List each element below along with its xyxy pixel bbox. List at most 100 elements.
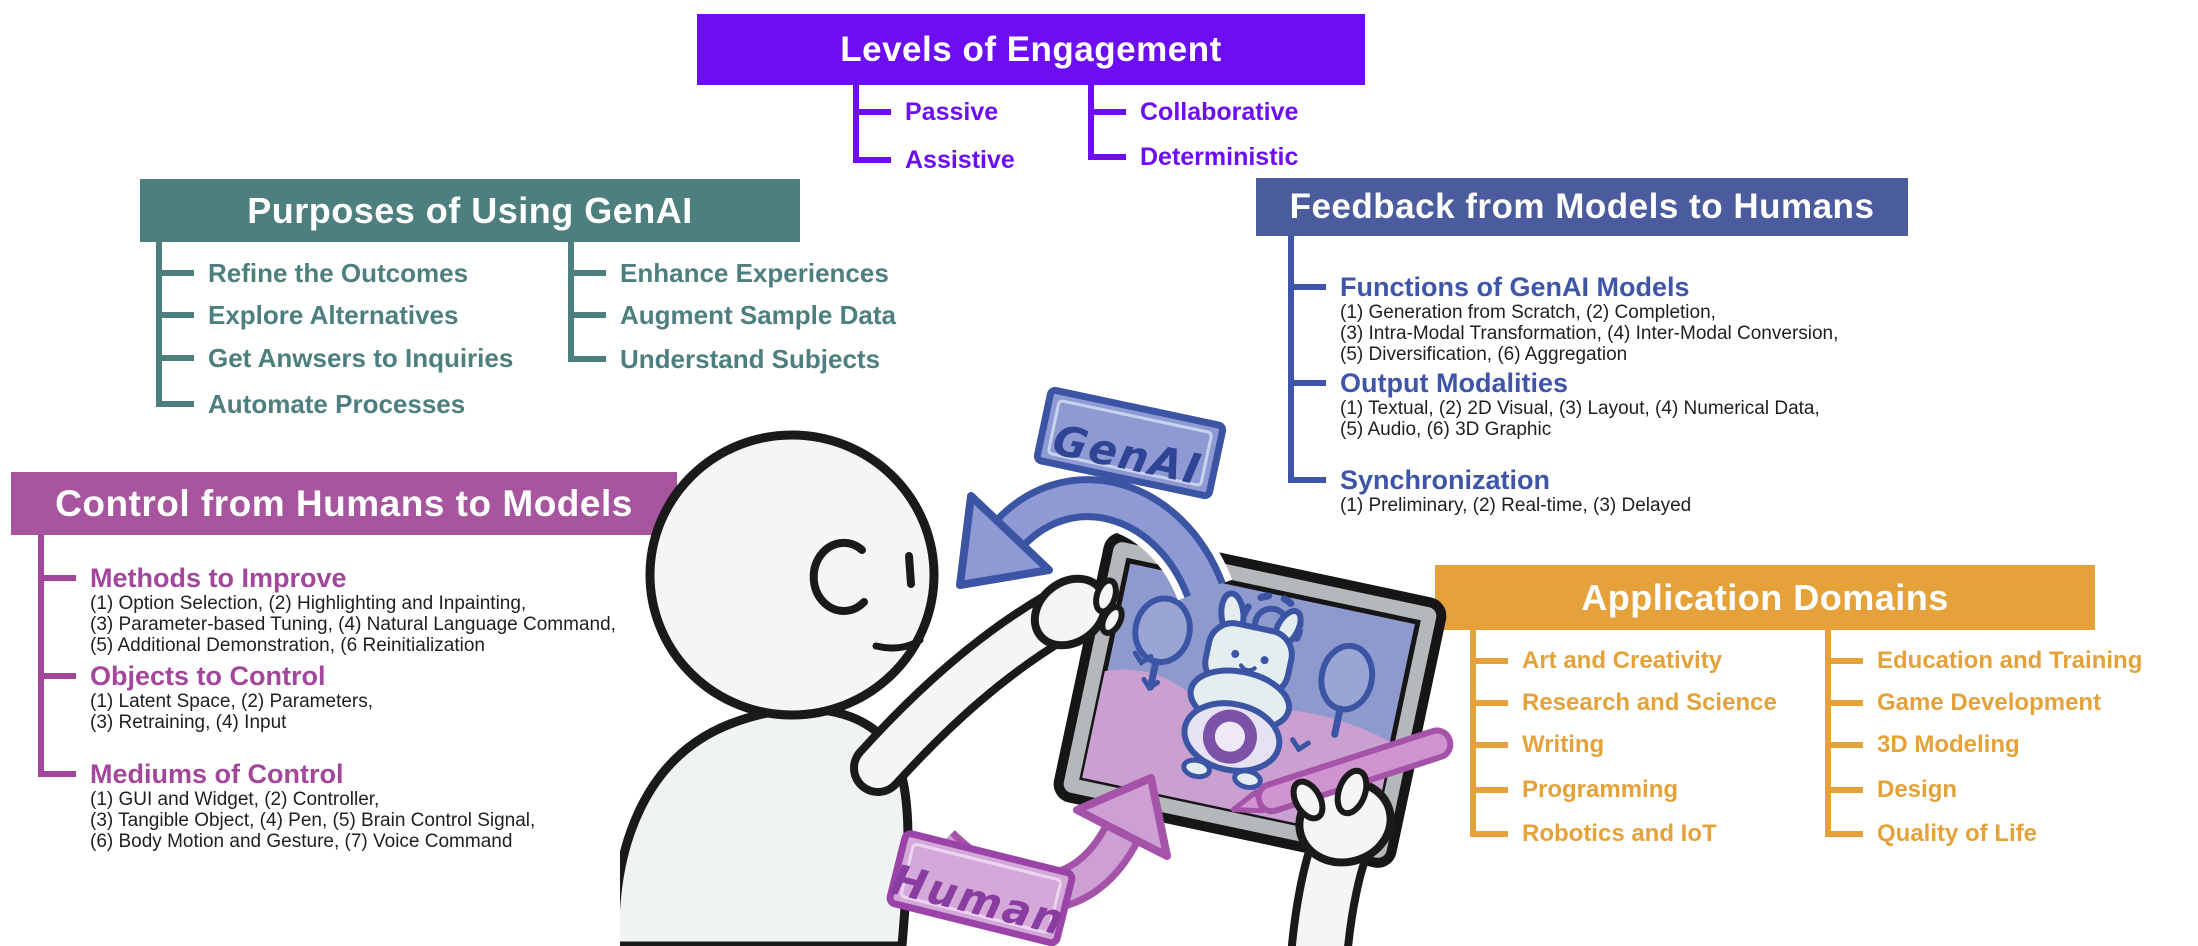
control-header: Control from Humans to Models bbox=[11, 472, 677, 535]
connector-tick bbox=[1825, 787, 1863, 793]
feedback-item-label: Functions of GenAI Models bbox=[1340, 271, 1690, 302]
person-ear-icon bbox=[809, 539, 868, 615]
tree-item-label: Art and Creativity bbox=[1522, 647, 1723, 674]
connector-tick bbox=[38, 771, 76, 777]
detail-line: (5) Diversification, (6) Aggregation bbox=[1340, 344, 1628, 365]
bunny-eye-icon bbox=[1260, 656, 1269, 665]
tree-trunk bbox=[1331, 705, 1344, 738]
connector-stem bbox=[1088, 85, 1094, 160]
tree-item-label: Writing bbox=[1522, 731, 1605, 758]
control-item-details: (1) GUI and Widget, (2) Controller, (3) … bbox=[90, 789, 535, 852]
tree-item: Assistive bbox=[853, 145, 1015, 175]
levels-header: Levels of Engagement bbox=[697, 14, 1365, 85]
connector-tick bbox=[156, 355, 194, 361]
tree-item-label: Robotics and IoT bbox=[1522, 820, 1717, 847]
connector-tick bbox=[1470, 658, 1508, 664]
detail-line: (5) Audio, (6) 3D Graphic bbox=[1340, 419, 1552, 440]
tree-item-label: Programming bbox=[1522, 776, 1679, 803]
detail-line: (1) Textual, (2) 2D Visual, (3) Layout, … bbox=[1340, 398, 1820, 419]
bunny-foot-icon bbox=[1232, 768, 1263, 790]
detail-line: (1) Preliminary, (2) Real-time, (3) Dela… bbox=[1340, 495, 1692, 516]
tree-item-label: 3D Modeling bbox=[1877, 731, 2020, 758]
detail-line: (1) Option Selection, (2) Highlighting a… bbox=[90, 593, 527, 614]
control-item-details: (1) Option Selection, (2) Highlighting a… bbox=[90, 593, 616, 656]
person-finger bbox=[1093, 577, 1119, 615]
connector-tick bbox=[853, 109, 891, 115]
control-item: Methods to Improve (1) Option Selection,… bbox=[38, 563, 616, 656]
connector-stem bbox=[1825, 630, 1831, 836]
connector-tick bbox=[1470, 831, 1508, 837]
tree-item-label: Explore Alternatives bbox=[208, 299, 459, 330]
connector-tick bbox=[1470, 700, 1508, 706]
control-item: Mediums of Control (1) GUI and Widget, (… bbox=[38, 759, 535, 852]
tree-item-label: Get Anwsers to Inquiries bbox=[208, 342, 514, 373]
connector-tick bbox=[568, 270, 606, 276]
tree-item: Augment Sample Data bbox=[568, 300, 896, 330]
application-header: Application Domains bbox=[1435, 565, 2095, 630]
person-head bbox=[645, 430, 939, 720]
tree-item-label: Augment Sample Data bbox=[620, 299, 896, 330]
control-item-label: Objects to Control bbox=[90, 660, 326, 691]
connector-tick bbox=[156, 401, 194, 407]
tree-item: Quality of Life bbox=[1825, 819, 2037, 849]
connector-tick bbox=[568, 356, 606, 362]
connector-tick bbox=[156, 270, 194, 276]
person-left-arm-fill bbox=[858, 598, 1074, 788]
tree-item-label: Assistive bbox=[905, 145, 1015, 174]
connector-tick bbox=[1288, 284, 1326, 290]
tree-item: Art and Creativity bbox=[1470, 646, 1722, 676]
tree-item: Deterministic bbox=[1088, 142, 1298, 172]
detail-line: (3) Retraining, (4) Input bbox=[90, 712, 287, 733]
tree-item: Robotics and IoT bbox=[1470, 819, 1717, 849]
control-item: Objects to Control (1) Latent Space, (2)… bbox=[38, 661, 373, 733]
human-label: Human bbox=[886, 830, 1076, 946]
connector-tick bbox=[38, 673, 76, 679]
tree-item: Research and Science bbox=[1470, 688, 1777, 718]
connector-tick bbox=[1825, 742, 1863, 748]
detail-line: (1) GUI and Widget, (2) Controller, bbox=[90, 789, 380, 810]
connector-tick bbox=[38, 575, 76, 581]
tree-item: Explore Alternatives bbox=[156, 300, 458, 330]
tree-item-label: Design bbox=[1877, 776, 1958, 803]
feedback-item-label: Output Modalities bbox=[1340, 367, 1568, 398]
tree-item-label: Collaborative bbox=[1140, 97, 1299, 126]
connector-stem bbox=[568, 242, 574, 358]
detail-line: (3) Parameter-based Tuning, (4) Natural … bbox=[90, 614, 616, 635]
tree-trunk bbox=[1147, 658, 1160, 691]
tree-item-label: Refine the Outcomes bbox=[208, 257, 469, 288]
person-finger bbox=[1290, 778, 1326, 822]
tree-item-label: Quality of Life bbox=[1877, 820, 2038, 847]
feedback-item-details: (1) Preliminary, (2) Real-time, (3) Dela… bbox=[1340, 495, 1691, 516]
tree-item: Automate Processes bbox=[156, 389, 465, 419]
connector-tick bbox=[1288, 380, 1326, 386]
connector-tick bbox=[1088, 154, 1126, 160]
connector-tick bbox=[1470, 742, 1508, 748]
tree-item: Enhance Experiences bbox=[568, 258, 889, 288]
connector-tick bbox=[853, 157, 891, 163]
detail-line: (3) Intra-Modal Transformation, (4) Inte… bbox=[1340, 323, 1839, 344]
tree-item: Writing bbox=[1470, 730, 1604, 760]
purposes-header: Purposes of Using GenAI bbox=[140, 179, 800, 242]
person-eye-icon bbox=[905, 552, 915, 588]
feedback-item-details: (1) Textual, (2) 2D Visual, (3) Layout, … bbox=[1340, 398, 1820, 440]
connector-tick bbox=[568, 312, 606, 318]
connector-tick bbox=[1470, 787, 1508, 793]
connector-stem bbox=[1288, 236, 1294, 483]
connector-tick bbox=[1825, 700, 1863, 706]
tree-item: Education and Training bbox=[1825, 646, 2142, 676]
connector-tick bbox=[1288, 477, 1326, 483]
feedback-item: Synchronization (1) Preliminary, (2) Rea… bbox=[1288, 465, 1691, 516]
tree-item: Passive bbox=[853, 97, 998, 127]
tree-item: Game Development bbox=[1825, 688, 2101, 718]
tree-item: Design bbox=[1825, 775, 1957, 805]
tree-item: Refine the Outcomes bbox=[156, 258, 468, 288]
feedback-item-details: (1) Generation from Scratch, (2) Complet… bbox=[1340, 302, 1838, 365]
person-mouth-icon bbox=[872, 636, 924, 652]
detail-line: (3) Tangible Object, (4) Pen, (5) Brain … bbox=[90, 810, 536, 831]
connector-stem bbox=[1470, 630, 1476, 836]
person-thumb bbox=[1334, 767, 1370, 817]
connector-stem bbox=[38, 535, 44, 777]
tree-item-label: Education and Training bbox=[1877, 647, 2143, 674]
bunny-foot-icon bbox=[1181, 757, 1212, 780]
connector-tick bbox=[1088, 109, 1126, 115]
